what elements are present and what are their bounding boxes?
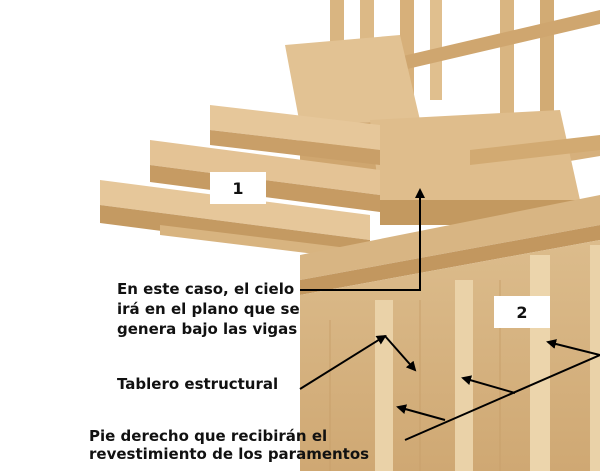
arrow-cielo	[300, 188, 425, 291]
marker-2: 2	[494, 296, 550, 328]
annotation-arrows	[299, 188, 600, 441]
label-cielo: En este caso, el cielo irá en el plano q…	[117, 279, 300, 339]
arrow-tablero-head	[384, 335, 417, 372]
arrow-pie-stud-2	[396, 404, 446, 421]
label-pie-line-1: Pie derecho que recibirán el	[89, 427, 328, 445]
marker-1: 1	[210, 172, 266, 204]
label-tablero: Tablero estructural	[117, 375, 279, 393]
label-cielo-line-1: En este caso, el cielo	[117, 280, 295, 298]
label-cielo-line-2: irá en el plano que se	[117, 300, 300, 318]
arrow-tablero	[299, 334, 387, 390]
label-pie-line-2: revestimiento de los paramentos	[89, 445, 370, 463]
arrow-pie-derecho	[404, 339, 600, 441]
label-pie-derecho: Pie derecho que recibirán el revestimien…	[89, 427, 369, 463]
top-plate	[300, 135, 600, 295]
label-cielo-line-3: genera bajo las vigas	[117, 320, 298, 338]
arrow-pie-stud-1	[461, 375, 516, 394]
